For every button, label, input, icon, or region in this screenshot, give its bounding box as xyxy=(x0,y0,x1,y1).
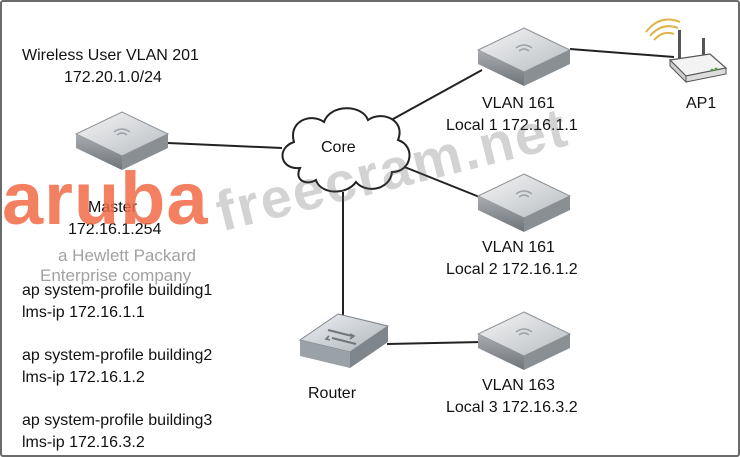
router-icon xyxy=(298,313,390,368)
local1-vlan: VLAN 161 xyxy=(482,95,555,112)
link-core-local1 xyxy=(383,69,483,125)
local2-label: Local 2 172.16.1.2 xyxy=(446,261,578,278)
vlan-subnet: 172.20.1.0/24 xyxy=(64,69,162,86)
aruba-watermark: aruba xyxy=(2,157,209,240)
local3-vlan: VLAN 163 xyxy=(482,377,555,394)
local1-controller-icon xyxy=(476,27,572,86)
hpe-watermark-line1: a Hewlett Packard xyxy=(58,246,196,265)
master-ip: 172.16.1.254 xyxy=(68,221,162,238)
local3-label: Local 3 172.16.3.2 xyxy=(446,399,578,416)
local1-label: Local 1 172.16.1.1 xyxy=(446,117,578,134)
vlan-title: Wireless User VLAN 201 xyxy=(22,47,199,64)
profile-3-lms: lms-ip 172.16.3.2 xyxy=(22,434,145,451)
core-cloud-icon xyxy=(281,107,411,193)
profile-1-name: ap system-profile building1 xyxy=(22,282,213,299)
local3-controller-icon xyxy=(476,311,572,370)
link-router-local3 xyxy=(386,341,483,345)
profile-2-name: ap system-profile building2 xyxy=(22,347,213,364)
link-core-local2 xyxy=(401,165,483,199)
master-controller-icon xyxy=(74,111,170,170)
hpe-watermark-line2: Enterprise company xyxy=(40,266,192,285)
router-label: Router xyxy=(308,385,357,402)
profile-3-name: ap system-profile building3 xyxy=(22,412,213,429)
master-name: Master xyxy=(88,199,137,216)
profile-2-lms: lms-ip 172.16.1.2 xyxy=(22,369,145,386)
local2-controller-icon xyxy=(476,173,572,232)
access-point-icon xyxy=(645,18,728,84)
profile-1-lms: lms-ip 172.16.1.1 xyxy=(22,304,145,321)
local2-vlan: VLAN 161 xyxy=(482,239,555,256)
core-label: Core xyxy=(321,139,356,156)
ap-label: AP1 xyxy=(686,95,717,112)
link-local1-ap xyxy=(569,48,675,58)
link-master-core xyxy=(167,142,283,149)
